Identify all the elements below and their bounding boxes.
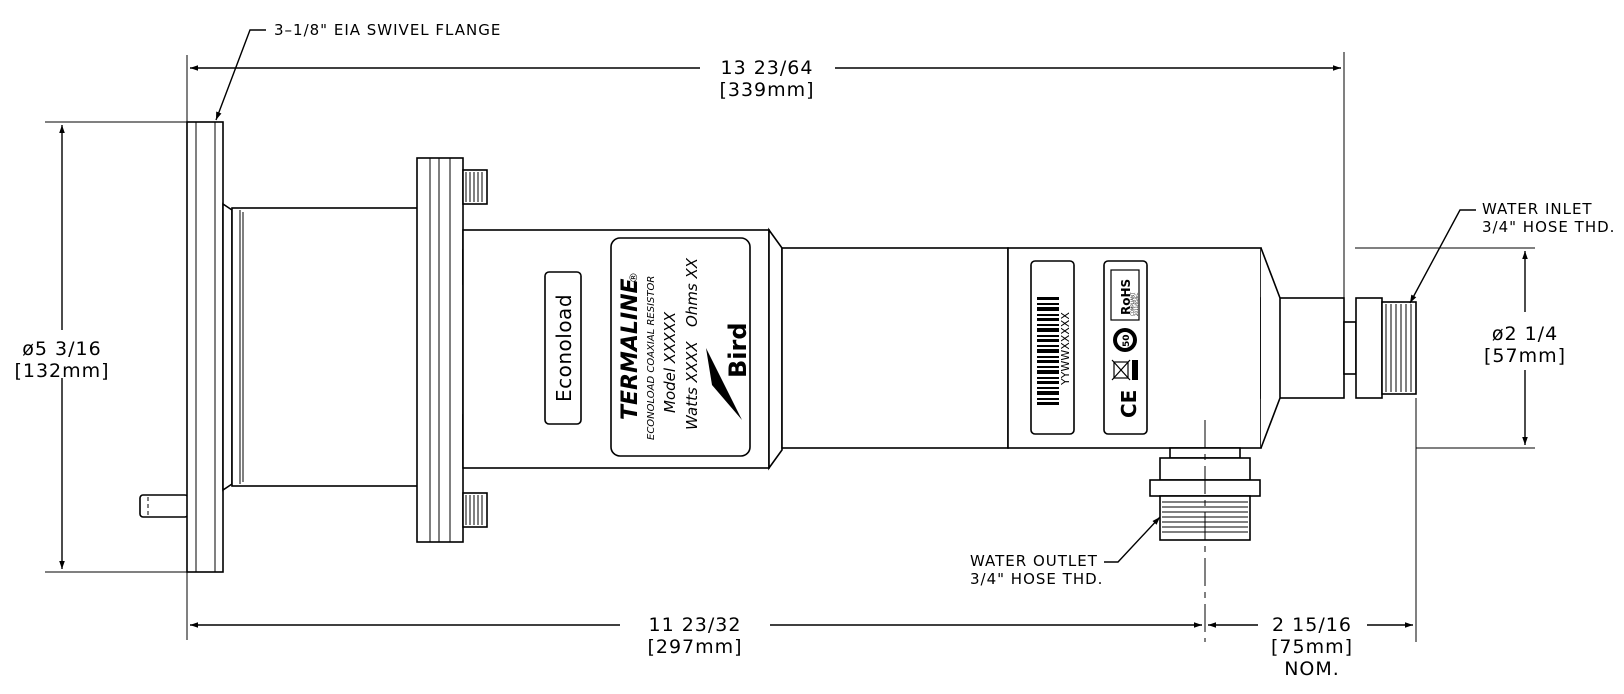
dim-outlet-to-inlet: 2 15/16 [75mm] NOM. xyxy=(1208,614,1413,680)
bolt-1 xyxy=(462,169,488,205)
callout-outlet-line2: 3/4" HOSE THD. xyxy=(970,570,1103,588)
dim-body-diameter-mm: [57mm] xyxy=(1484,345,1566,367)
dim-outlet-to-inlet-mm: [75mm] xyxy=(1271,636,1353,658)
ce-mark: CE xyxy=(1117,390,1141,418)
dim-overall-length-value: 13 23/64 xyxy=(721,57,814,79)
rohs-text: RoHS xyxy=(1119,279,1133,315)
callout-flange-text: 3–1/8" EIA SWIVEL FLANGE xyxy=(274,21,501,39)
bird-logo-text: Bird xyxy=(724,322,752,378)
nameplate-model: Model XXXXX xyxy=(661,311,679,413)
efup-years-text: 50 xyxy=(1122,334,1132,347)
dim-outlet-to-inlet-note: NOM. xyxy=(1284,658,1340,680)
nameplate: TERMALINE ® ECONOLOAD COAXIAL RESISTOR M… xyxy=(610,237,752,457)
dim-overall-length: 13 23/64 [339mm] xyxy=(190,57,1341,101)
dim-body-diameter-value: ø2 1/4 xyxy=(1492,323,1558,345)
dim-outlet-distance: 11 23/32 [297mm] xyxy=(190,614,1202,658)
water-inlet-fitting xyxy=(1343,297,1417,399)
econoload-text: Econoload xyxy=(552,294,576,402)
nameplate-subtitle: ECONOLOAD COAXIAL RESISTOR xyxy=(646,276,657,440)
callout-inlet-line1: WATER INLET xyxy=(1482,200,1593,218)
rohs-sub-text: COMPLIANT xyxy=(1130,292,1135,316)
dim-flange-diameter-mm: [132mm] xyxy=(14,360,109,382)
bolt-4 xyxy=(462,492,488,528)
serial-code: YYWWXXXXX xyxy=(1059,312,1072,386)
compliance-label: RoHS COMPLIANT 2011/65/EC 50 CE xyxy=(1103,260,1148,435)
dim-outlet-to-inlet-value: 2 15/16 xyxy=(1272,614,1352,636)
dim-overall-length-mm: [339mm] xyxy=(719,79,814,101)
barcode xyxy=(1037,297,1059,405)
callout-flange: 3–1/8" EIA SWIVEL FLANGE xyxy=(215,21,501,121)
efup-50-icon: 50 xyxy=(1113,328,1137,352)
econoload-label: Econoload xyxy=(544,271,582,425)
nameplate-brand: TERMALINE xyxy=(618,278,643,420)
nameplate-registered: ® xyxy=(627,272,640,283)
callout-water-inlet: WATER INLET 3/4" HOSE THD. xyxy=(1409,200,1615,304)
weee-bin-icon xyxy=(1111,359,1138,381)
callout-inlet-line2: 3/4" HOSE THD. xyxy=(1482,218,1615,236)
dim-outlet-distance-mm: [297mm] xyxy=(647,636,742,658)
dim-flange-diameter: ø5 3/16 [132mm] xyxy=(14,125,109,569)
dim-flange-diameter-value: ø5 3/16 xyxy=(22,338,101,360)
bird-logo: Bird xyxy=(706,322,752,420)
swivel-flange xyxy=(139,121,224,573)
flange-neck xyxy=(222,202,423,492)
callout-water-outlet: WATER OUTLET 3/4" HOSE THD. xyxy=(970,516,1161,588)
callout-outlet-line1: WATER OUTLET xyxy=(970,552,1098,570)
dim-body-diameter: ø2 1/4 [57mm] xyxy=(1484,251,1566,445)
serial-label: YYWWXXXXX xyxy=(1030,260,1075,435)
rohs-directive-text: 2011/65/EC xyxy=(1134,293,1139,316)
dim-outlet-distance-value: 11 23/32 xyxy=(649,614,742,636)
rohs-badge: RoHS COMPLIANT 2011/65/EC xyxy=(1110,269,1140,321)
nameplate-watts-ohms: Watts XXXX Ohms XX xyxy=(683,257,701,430)
